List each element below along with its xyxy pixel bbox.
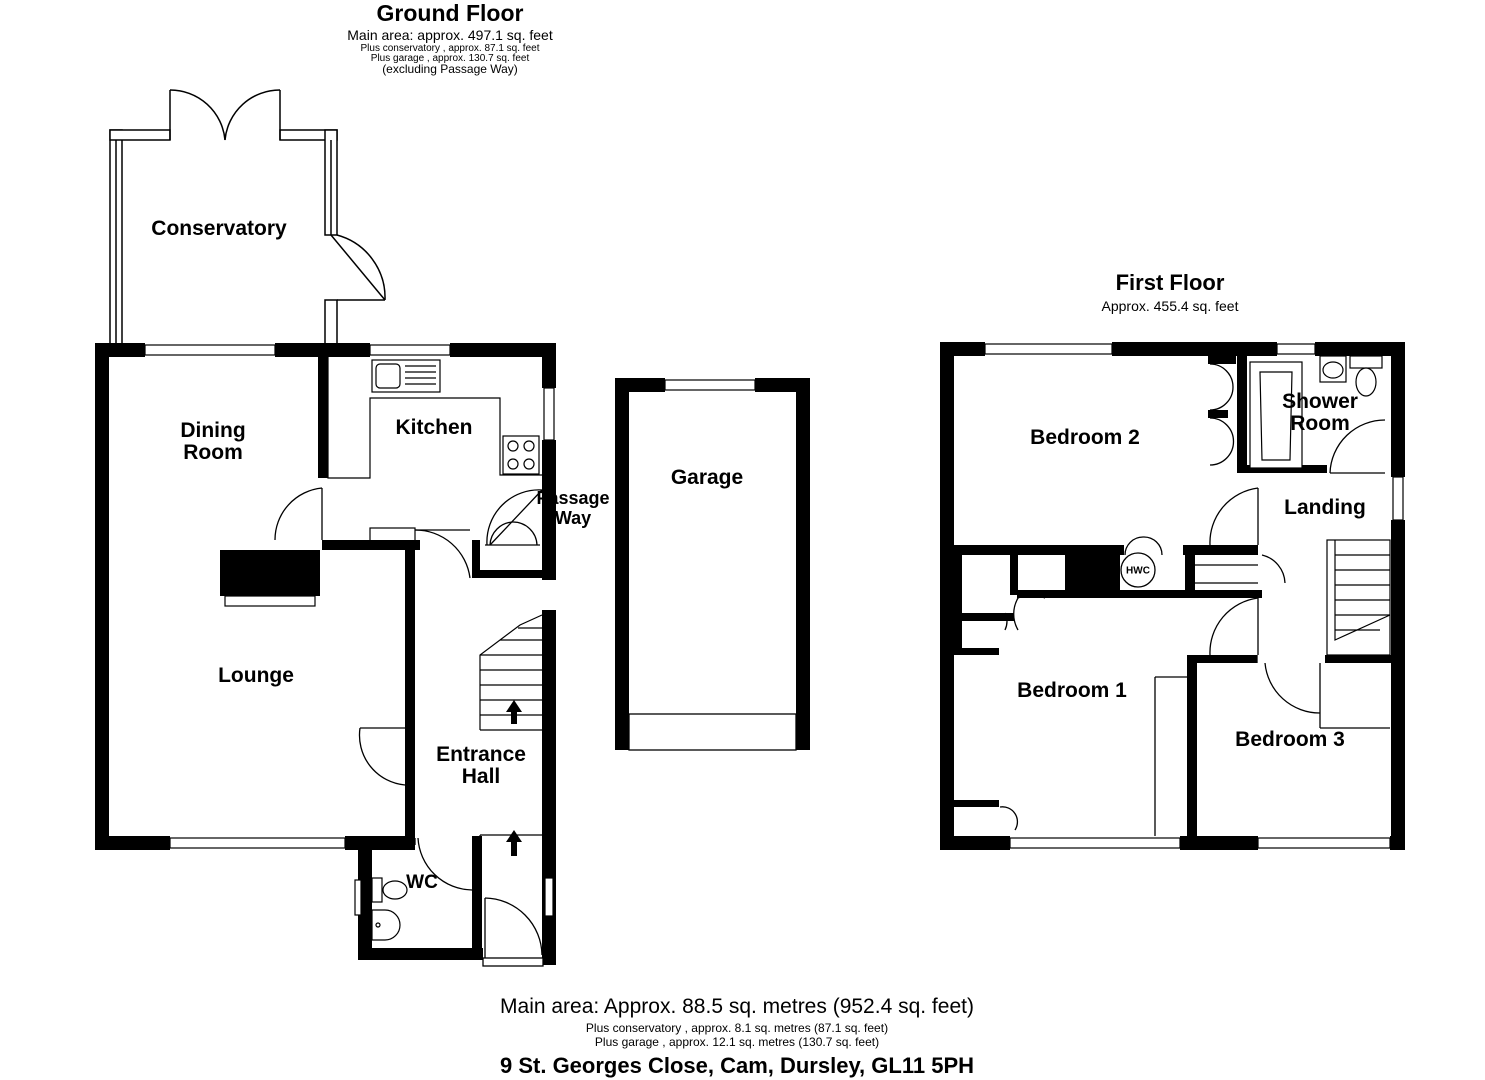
garage-window	[664, 379, 756, 391]
first-floor-staircase	[1326, 539, 1391, 656]
footer-main-area: Main area: Approx. 88.5 sq. metres (952.…	[500, 995, 974, 1018]
room-label-dining-room: Dining Room	[180, 419, 246, 464]
room-label-garage: Garage	[670, 466, 744, 489]
wall	[472, 836, 482, 960]
wall	[615, 378, 629, 750]
room-label-wc: WC	[406, 872, 438, 893]
ground-floor-main-area: Main area: approx. 497.1 sq. feet	[347, 27, 553, 43]
wall	[1180, 836, 1258, 850]
room-label-shower-room: Shower Room	[1282, 390, 1358, 435]
wall	[1237, 465, 1327, 473]
stair-up-arrow	[506, 830, 522, 856]
first-floor-area: Approx. 455.4 sq. feet	[1101, 298, 1239, 314]
wall	[796, 378, 810, 750]
ground-floor-note: (excluding Passage Way)	[382, 62, 518, 76]
footer-garage-area: Plus garage , approx. 12.1 sq. metres (1…	[594, 1035, 880, 1049]
wall	[1065, 545, 1120, 593]
wall	[322, 540, 420, 550]
front-door	[482, 897, 544, 967]
room-label-landing: Landing	[1284, 496, 1366, 519]
wall	[542, 440, 556, 580]
ground-floor-plan	[95, 89, 810, 967]
footer-address: 9 St. Georges Close, Cam, Dursley, GL11 …	[500, 1053, 974, 1078]
stair-up-arrow	[506, 700, 522, 724]
room-label-kitchen: Kitchen	[395, 416, 473, 439]
wall	[1112, 342, 1277, 356]
ground-floor-garage-area: Plus garage , approx. 130.7 sq. feet	[370, 53, 530, 64]
wall	[1391, 342, 1405, 477]
wall	[954, 545, 1124, 555]
wall	[954, 613, 1014, 621]
doors	[274, 487, 543, 891]
wall	[1208, 356, 1236, 364]
wall	[358, 836, 372, 960]
wall	[542, 610, 556, 855]
wall	[1390, 836, 1405, 850]
wall	[405, 540, 415, 840]
wall	[1237, 356, 1247, 471]
garage-door	[628, 713, 797, 751]
wall	[1183, 545, 1258, 555]
wall	[358, 948, 483, 960]
wall	[472, 540, 480, 578]
wall	[1185, 545, 1195, 595]
room-label-bedroom-2: Bedroom 2	[1030, 426, 1140, 449]
doors	[999, 363, 1390, 836]
wall	[1187, 655, 1197, 850]
wall	[1325, 655, 1395, 663]
wall	[472, 570, 552, 578]
wall	[940, 342, 954, 850]
wall	[954, 800, 999, 807]
wc-fittings	[354, 877, 554, 941]
windows	[144, 344, 555, 849]
room-label-bedroom-1: Bedroom 1	[1017, 679, 1127, 702]
wall	[1187, 655, 1257, 663]
wall	[95, 836, 170, 850]
wall	[542, 343, 556, 388]
wall	[345, 836, 415, 850]
kitchen-worktops	[327, 357, 542, 544]
fireplace	[220, 550, 320, 596]
conservatory-french-doors	[169, 89, 386, 301]
wall	[940, 836, 1010, 850]
wall	[1315, 342, 1405, 356]
first-floor-title: First Floor	[1115, 270, 1225, 295]
room-label-lounge: Lounge	[218, 664, 294, 687]
footer-conservatory-area: Plus conservatory , approx. 8.1 sq. metr…	[585, 1021, 889, 1035]
room-label-entrance-hall: Entrance Hall	[436, 743, 526, 788]
windows	[984, 343, 1404, 849]
wall	[954, 648, 999, 655]
hwc-label: HWC	[1126, 565, 1150, 577]
wall	[95, 343, 109, 850]
ground-floor-title: Ground Floor	[376, 0, 524, 26]
wall	[450, 343, 556, 357]
wall	[318, 343, 328, 478]
hot-water-cylinder	[1120, 552, 1156, 588]
shower-room-fittings	[1249, 355, 1383, 469]
wall	[1208, 410, 1228, 418]
ground-floor-conservatory-area: Plus conservatory , approx. 87.1 sq. fee…	[360, 43, 540, 54]
room-label-bedroom-3: Bedroom 3	[1235, 728, 1345, 751]
wall	[1010, 555, 1018, 595]
hearth	[224, 595, 316, 607]
room-label-passage-way: Passage Way	[536, 488, 610, 528]
wall	[1017, 590, 1262, 598]
wall	[954, 555, 962, 653]
room-label-conservatory: Conservatory	[151, 217, 287, 240]
wall	[1391, 520, 1405, 850]
first-floor-plan	[940, 342, 1405, 850]
